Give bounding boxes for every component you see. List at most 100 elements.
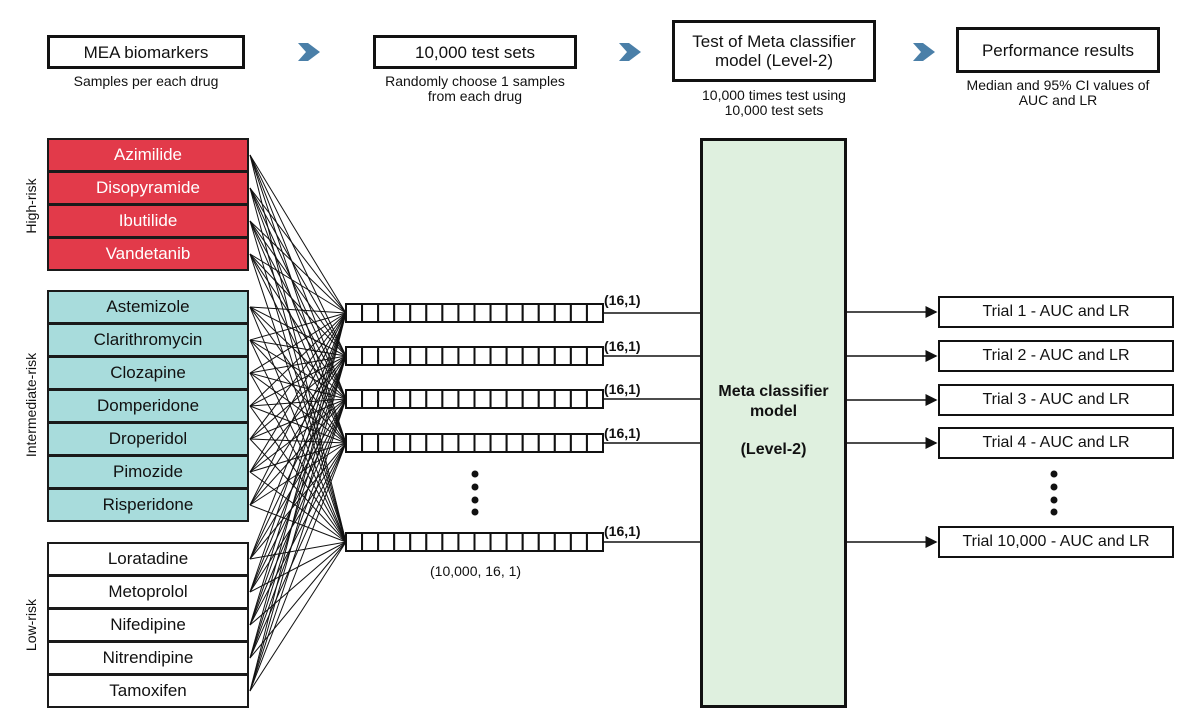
vector-cell [457, 433, 476, 453]
fan-line [249, 312, 347, 407]
fan-line [249, 355, 347, 506]
vector-cell [425, 532, 444, 552]
vector-cell [409, 346, 428, 366]
ellipsis-dot [1050, 470, 1058, 478]
fan-line [249, 312, 347, 593]
vector-cell [505, 389, 524, 409]
vector-cell [521, 346, 540, 366]
vector-cell [537, 532, 556, 552]
vector-cell [345, 389, 364, 409]
vector-cell [473, 532, 492, 552]
drug-box: Domperidone [47, 389, 249, 423]
vector-cell [553, 433, 572, 453]
vector-cell [569, 433, 588, 453]
fan-line [249, 355, 347, 560]
vector-cell [473, 346, 492, 366]
vector-cell [505, 346, 524, 366]
fan-line [249, 398, 347, 659]
drug-box: Risperidone [47, 488, 249, 522]
vector-cell [441, 532, 460, 552]
vector-cell [521, 532, 540, 552]
fan-line [249, 398, 347, 593]
fan-line [249, 442, 347, 593]
drug-box: Disopyramide [47, 171, 249, 205]
step-box-performance-results: Performance results [956, 27, 1160, 73]
vector-cell [377, 433, 396, 453]
vector-cell [361, 389, 380, 409]
drug-box: Droperidol [47, 422, 249, 456]
drug-box: Pimozide [47, 455, 249, 489]
fan-line [249, 306, 347, 444]
vector-cell [409, 433, 428, 453]
step-subtitle: 10,000 times test using 10,000 test sets [702, 87, 846, 118]
step-box-test-sets: 10,000 test sets [373, 35, 577, 69]
vector-cell [569, 389, 588, 409]
vector-shape-label: (16,1) [604, 425, 641, 441]
vector-cell [569, 346, 588, 366]
drug-box: Nifedipine [47, 608, 249, 642]
vector-cell [585, 303, 604, 323]
vector-cell [521, 303, 540, 323]
ellipsis-dot [471, 496, 479, 504]
vector-cell [345, 433, 364, 453]
vector-cell [553, 532, 572, 552]
vector-cell [377, 346, 396, 366]
vector-cell [489, 303, 508, 323]
vector-cell [425, 303, 444, 323]
ellipsis-dot [1050, 508, 1058, 516]
step-subtitle: Median and 95% CI values of AUC and LR [966, 77, 1150, 108]
vector-cell [377, 532, 396, 552]
vector-cell [473, 303, 492, 323]
fan-line [249, 541, 347, 692]
fan-line [249, 312, 347, 560]
vector-cell [489, 346, 508, 366]
drug-box: Clozapine [47, 356, 249, 390]
vector-cell [569, 303, 588, 323]
vector-cell [425, 389, 444, 409]
fan-line [249, 312, 347, 692]
vector-cell [393, 532, 412, 552]
fan-line [249, 312, 347, 341]
vector-cell [393, 433, 412, 453]
vector-cell [457, 532, 476, 552]
step-box-mea-biomarkers: MEA biomarkers [47, 35, 245, 69]
trial-result-box: Trial 3 - AUC and LR [938, 384, 1174, 416]
vector-shape-label: (16,1) [604, 381, 641, 397]
fan-line [249, 253, 347, 314]
drug-box: Metoprolol [47, 575, 249, 609]
meta-classifier-box [700, 138, 847, 708]
step-title: Performance results [981, 40, 1135, 60]
vector-cell [409, 389, 428, 409]
ellipsis-dot [1050, 496, 1058, 504]
vector-cell [537, 389, 556, 409]
fan-line [249, 355, 347, 626]
vector-cell [553, 303, 572, 323]
vector-cell [457, 303, 476, 323]
fan-line [249, 442, 347, 659]
drug-box: Astemizole [47, 290, 249, 324]
category-label-high-risk: High-risk [23, 178, 39, 234]
vector-cell [377, 389, 396, 409]
vector-shape-label: (16,1) [604, 523, 641, 539]
fan-line [249, 541, 347, 626]
trial-result-box: Trial 4 - AUC and LR [938, 427, 1174, 459]
vector-cell [537, 303, 556, 323]
vector-cell [361, 346, 380, 366]
step-title: 10,000 test sets [414, 42, 536, 62]
vector-cell [569, 532, 588, 552]
trial-result-box: Trial 2 - AUC and LR [938, 340, 1174, 372]
ellipsis-dot [471, 470, 479, 478]
vector-cell [489, 389, 508, 409]
vector-cell [457, 389, 476, 409]
step-subtitle: Randomly choose 1 samples from each drug [385, 73, 565, 104]
fan-line [249, 442, 347, 692]
step-title: Test of Meta classifier model (Level-2) [692, 32, 856, 70]
vector-cell [553, 346, 572, 366]
trial-result-box: Trial 1 - AUC and LR [938, 296, 1174, 328]
vector-cell [585, 433, 604, 453]
vector-cell [441, 346, 460, 366]
vector-cell [393, 346, 412, 366]
vector-cell [345, 346, 364, 366]
vector-cell [537, 346, 556, 366]
